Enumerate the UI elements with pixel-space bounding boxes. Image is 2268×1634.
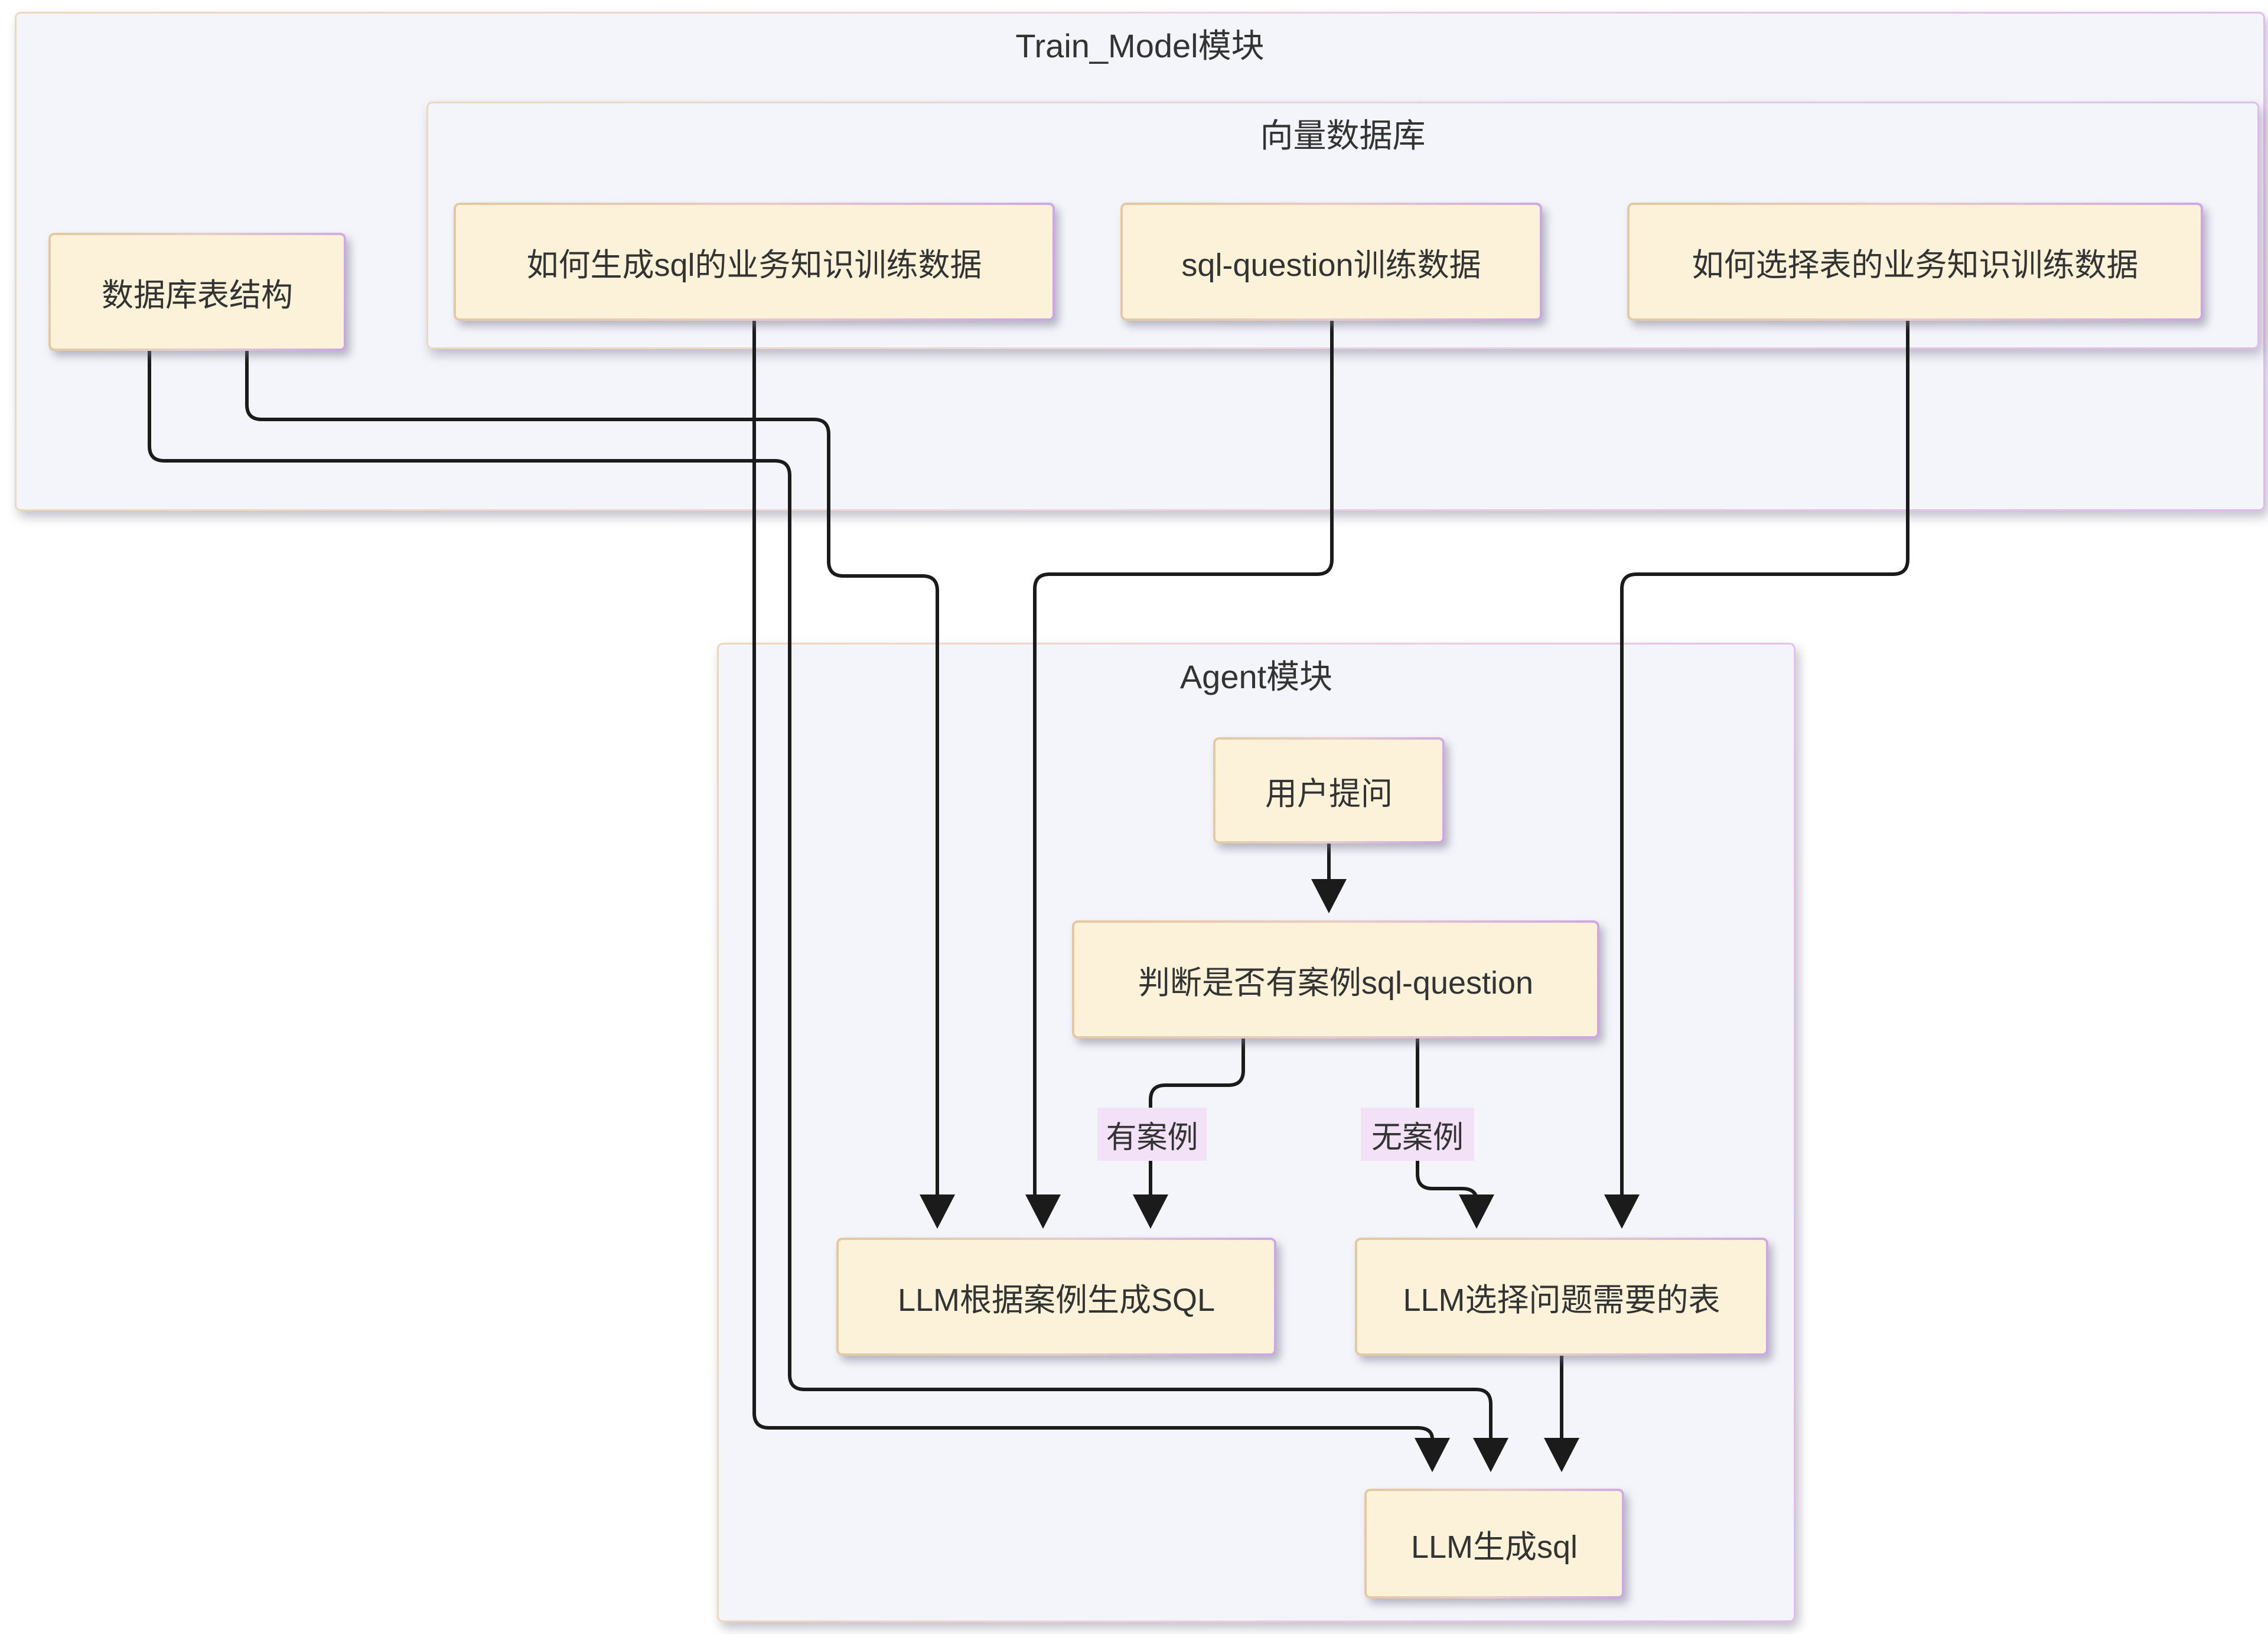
node-llm-gen-sql-label: LLM生成sql xyxy=(1367,1491,1622,1596)
node-select-table-knowledge: 如何选择表的业务知识训练数据 xyxy=(1627,203,2203,321)
node-sql-question-data-label: sql-question训练数据 xyxy=(1123,205,1540,318)
node-db-schema: 数据库表结构 xyxy=(48,233,346,351)
node-judge-case: 判断是否有案例sql-question xyxy=(1072,920,1599,1039)
node-llm-select-table-label: LLM选择问题需要的表 xyxy=(1357,1240,1766,1353)
edge-label-has-case: 有案例 xyxy=(1097,1108,1207,1161)
node-select-table-knowledge-label: 如何选择表的业务知识训练数据 xyxy=(1630,205,2201,318)
node-judge-case-label: 判断是否有案例sql-question xyxy=(1074,923,1597,1036)
node-llm-select-table: LLM选择问题需要的表 xyxy=(1355,1238,1768,1356)
node-llm-case-sql-label: LLM根据案例生成SQL xyxy=(839,1240,1274,1353)
node-user-question: 用户提问 xyxy=(1213,737,1445,844)
node-gen-sql-knowledge-label: 如何生成sql的业务知识训练数据 xyxy=(456,205,1052,318)
node-user-question-label: 用户提问 xyxy=(1216,740,1442,841)
node-gen-sql-knowledge: 如何生成sql的业务知识训练数据 xyxy=(454,203,1055,321)
subgraph-agent-title: Agent模块 xyxy=(1179,658,1333,695)
edge-label-no-case: 无案例 xyxy=(1361,1108,1474,1161)
node-db-schema-label: 数据库表结构 xyxy=(51,235,344,349)
node-llm-case-sql: LLM根据案例生成SQL xyxy=(836,1238,1276,1356)
subgraph-train-model-title: Train_Model模块 xyxy=(1015,27,1265,64)
subgraph-vector-db-title: 向量数据库 xyxy=(1260,117,1426,154)
node-sql-question-data: sql-question训练数据 xyxy=(1120,203,1542,321)
node-llm-gen-sql: LLM生成sql xyxy=(1364,1489,1624,1599)
